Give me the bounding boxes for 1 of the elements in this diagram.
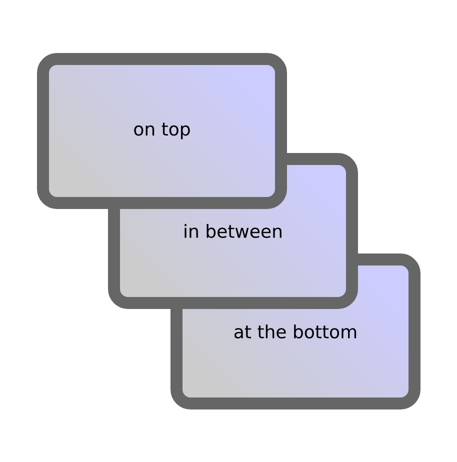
rounded-box: on top (37, 53, 287, 209)
